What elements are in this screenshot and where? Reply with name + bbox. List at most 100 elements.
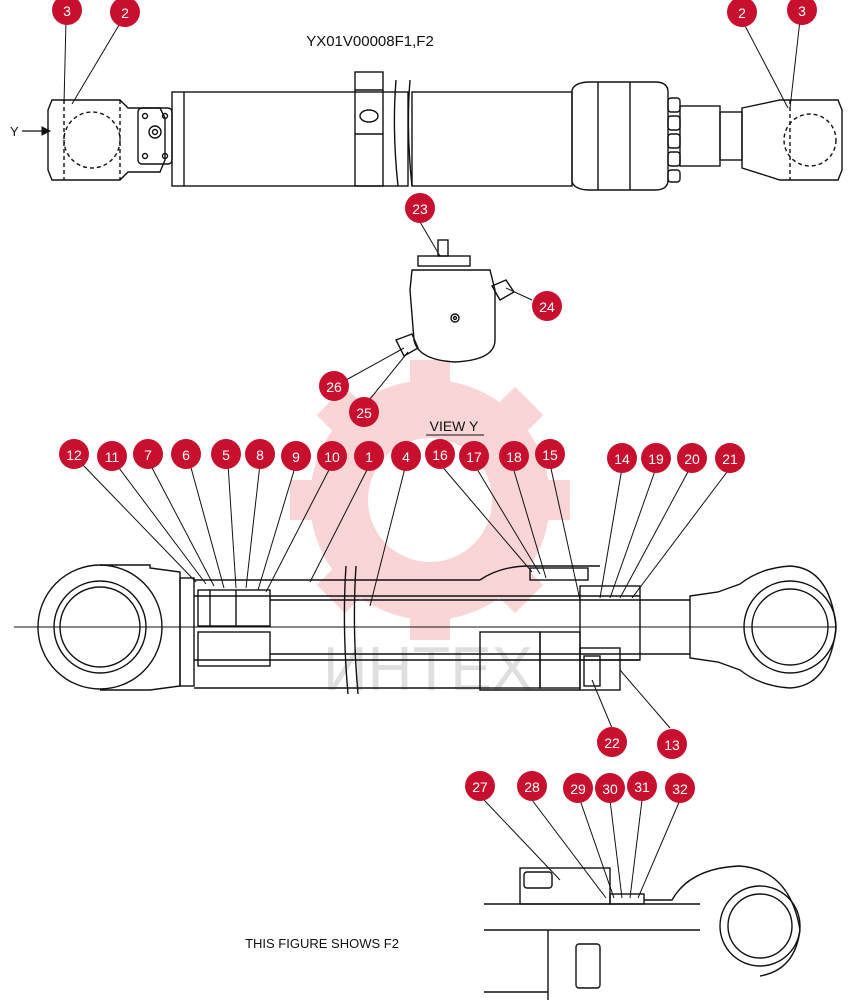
callout-badge <box>677 443 707 473</box>
callout-30: 30 <box>595 773 625 803</box>
callout-25: 25 <box>349 397 379 427</box>
callout-number: 15 <box>542 447 558 463</box>
callout-number: 3 <box>63 3 71 19</box>
callout-badge <box>595 773 625 803</box>
callout-badge <box>641 443 671 473</box>
callout-badge <box>499 441 529 471</box>
callout-number: 23 <box>412 201 428 217</box>
callout-badge <box>727 0 757 27</box>
callout-number: 9 <box>292 449 300 465</box>
callout-number: 29 <box>570 781 586 797</box>
callout-badge <box>665 773 695 803</box>
callout-12: 12 <box>59 439 89 469</box>
figure-note: THIS FIGURE SHOWS F2 <box>245 936 399 951</box>
callout-badge <box>110 0 140 27</box>
callout-badge <box>607 443 637 473</box>
callout-31: 31 <box>627 771 657 801</box>
callout-number: 14 <box>614 451 630 467</box>
callout-number: 3 <box>798 3 806 19</box>
callout-badge <box>349 397 379 427</box>
callout-number: 22 <box>604 735 620 751</box>
callout-number: 25 <box>356 405 372 421</box>
callout-badge <box>465 771 495 801</box>
callout-15: 15 <box>535 439 565 469</box>
callout-number: 12 <box>66 447 82 463</box>
callout-badge <box>245 439 275 469</box>
callout-3: 3 <box>787 0 817 25</box>
callout-number: 4 <box>402 449 410 465</box>
callout-badge <box>97 441 127 471</box>
callout-badge <box>627 771 657 801</box>
partial-view-drawing <box>484 865 801 1000</box>
top-cylinder-drawing <box>47 71 843 191</box>
callout-2: 2 <box>110 0 140 27</box>
callout-badge <box>354 441 384 471</box>
callout-number: 18 <box>506 449 522 465</box>
callout-badge <box>535 439 565 469</box>
callout-badge <box>317 441 347 471</box>
callout-10: 10 <box>317 441 347 471</box>
callout-number: 27 <box>472 779 488 795</box>
callout-badge <box>171 439 201 469</box>
callout-19: 19 <box>641 443 671 473</box>
callout-number: 32 <box>672 781 688 797</box>
callout-9: 9 <box>281 441 311 471</box>
callout-badge <box>391 441 421 471</box>
callout-number: 20 <box>684 451 700 467</box>
callout-badge <box>281 441 311 471</box>
callout-3: 3 <box>52 0 82 25</box>
callout-badge <box>563 773 593 803</box>
callout-14: 14 <box>607 443 637 473</box>
callout-number: 26 <box>326 379 342 395</box>
y-arrow-icon <box>22 126 52 136</box>
callout-number: 11 <box>105 449 120 465</box>
callout-number: 17 <box>466 449 482 465</box>
callout-7: 7 <box>133 439 163 469</box>
callout-13: 13 <box>657 729 687 759</box>
callout-number: 7 <box>144 447 152 463</box>
view-y-detail-drawing <box>395 239 515 363</box>
callout-number: 16 <box>432 447 448 463</box>
callout-number: 8 <box>256 447 264 463</box>
callout-18: 18 <box>499 441 529 471</box>
callout-32: 32 <box>665 773 695 803</box>
callout-badge <box>211 439 241 469</box>
callout-1: 1 <box>354 441 384 471</box>
callout-badge <box>319 371 349 401</box>
callout-27: 27 <box>465 771 495 801</box>
callout-badge <box>405 193 435 223</box>
watermark-logo <box>290 360 570 640</box>
callout-6: 6 <box>171 439 201 469</box>
view-y-label: VIEW Y <box>430 418 479 434</box>
callout-badge <box>425 439 455 469</box>
section-view-drawing <box>14 564 837 695</box>
callout-11: 11 <box>97 441 127 471</box>
callout-badge <box>133 439 163 469</box>
callout-number: 2 <box>738 5 746 21</box>
callout-21: 21 <box>715 443 745 473</box>
callout-number: 10 <box>324 449 340 465</box>
callout-badge <box>517 771 547 801</box>
callout-number: 13 <box>664 737 680 753</box>
callout-number: 19 <box>648 451 664 467</box>
callout-5: 5 <box>211 439 241 469</box>
leader-lines <box>63 19 801 899</box>
callout-29: 29 <box>563 773 593 803</box>
callout-4: 4 <box>391 441 421 471</box>
callout-badge <box>52 0 82 25</box>
callout-number: 5 <box>222 447 230 463</box>
callout-number: 30 <box>602 781 618 797</box>
y-arrow-label: Y <box>10 124 19 139</box>
callout-22: 22 <box>597 727 627 757</box>
callout-23: 23 <box>405 193 435 223</box>
callout-badge <box>59 439 89 469</box>
callout-28: 28 <box>517 771 547 801</box>
callout-16: 16 <box>425 439 455 469</box>
callout-24: 24 <box>532 291 562 321</box>
callout-20: 20 <box>677 443 707 473</box>
callout-26: 26 <box>319 371 349 401</box>
callout-badge <box>532 291 562 321</box>
callout-number: 21 <box>722 451 738 467</box>
